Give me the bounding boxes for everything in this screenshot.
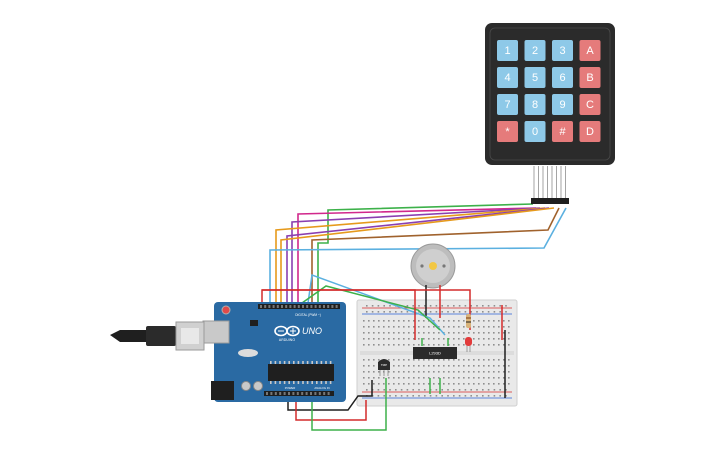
key-label: 0: [532, 126, 538, 138]
key-star[interactable]: *: [497, 121, 518, 142]
reset-button[interactable]: [221, 305, 231, 315]
key-0[interactable]: 0: [524, 121, 546, 142]
keypad-wires: [269, 203, 567, 303]
key-C[interactable]: C: [579, 94, 601, 115]
key-label: B: [586, 72, 593, 84]
key-label: 6: [559, 72, 565, 84]
driver-chip-label: L293D: [429, 351, 441, 356]
digital-label: DIGITAL (PWM ~): [295, 313, 321, 317]
key-B[interactable]: B: [579, 67, 601, 88]
chip-green-jumpers: [421, 338, 449, 394]
brand-label: ARDUINO: [279, 338, 295, 342]
arduino-breadboard-wires: [261, 273, 506, 431]
key-5[interactable]: 5: [524, 67, 546, 88]
key-label: 4: [504, 72, 510, 84]
digital-header-pins: [260, 305, 338, 308]
key-label: *: [505, 126, 510, 138]
power-analog-header-pins: [266, 392, 330, 395]
wire-green-2: [301, 285, 441, 331]
key-8[interactable]: 8: [524, 94, 546, 115]
wire-green-analog: [311, 378, 387, 431]
key-4[interactable]: 4: [497, 67, 518, 88]
key-D[interactable]: D: [579, 121, 601, 142]
wire-magenta-1: [297, 207, 537, 303]
transistor-label: TMP: [381, 363, 387, 367]
arduino-logo: [274, 325, 300, 337]
wire-blue-1: [269, 207, 567, 303]
key-9[interactable]: 9: [552, 94, 573, 115]
wire-red-5v: [295, 395, 367, 421]
keypad: 1 2 3 A 4 5 6 B 7 8 9 C * 0 # D: [485, 23, 615, 204]
key-label: 1: [504, 45, 510, 57]
arduino-uno: DIGITAL (PWM ~) UNO ARDUINO POWER ANALOG…: [202, 302, 346, 402]
key-7[interactable]: 7: [497, 94, 518, 115]
key-label: 5: [532, 72, 538, 84]
key-label: #: [559, 126, 566, 138]
key-3[interactable]: 3: [552, 40, 573, 61]
wire-green-1: [317, 203, 534, 303]
key-label: D: [586, 126, 594, 138]
key-label: 2: [532, 45, 538, 57]
driver-chip: L293D: [413, 347, 457, 359]
key-label: 7: [504, 99, 510, 111]
analog-label: ANALOG IN: [314, 386, 329, 390]
wire-red-top-b: [262, 289, 416, 340]
led: [465, 337, 472, 352]
key-6[interactable]: 6: [552, 67, 573, 88]
wire-orange-1: [275, 207, 546, 303]
power-label: POWER: [285, 386, 296, 390]
key-hash[interactable]: #: [552, 121, 573, 142]
wire-black-gnd: [287, 380, 373, 411]
dc-motor: [410, 243, 456, 318]
key-label: 9: [559, 99, 565, 111]
keypad-ribbon: [533, 166, 566, 198]
resistor: [466, 314, 471, 328]
wire-blue-2: [307, 273, 446, 336]
wire-purple-2: [286, 207, 550, 303]
keypad-keys: 1 2 3 A 4 5 6 B 7 8 9 C * 0 # D: [497, 40, 601, 142]
uno-label: UNO: [302, 326, 322, 336]
mcu-chip-legs: [270, 361, 332, 384]
key-label: C: [586, 99, 594, 111]
wire-purple-1: [291, 207, 541, 303]
key-label: A: [586, 45, 594, 57]
key-label: 3: [559, 45, 565, 57]
key-label: 8: [532, 99, 538, 111]
temperature-sensor: TMP: [378, 359, 390, 376]
wire-orange-2: [280, 207, 555, 303]
key-1[interactable]: 1: [497, 40, 518, 61]
key-A[interactable]: A: [579, 40, 601, 61]
key-2[interactable]: 2: [524, 40, 546, 61]
wire-brown-1: [311, 207, 560, 303]
usb-cable: [110, 321, 205, 351]
